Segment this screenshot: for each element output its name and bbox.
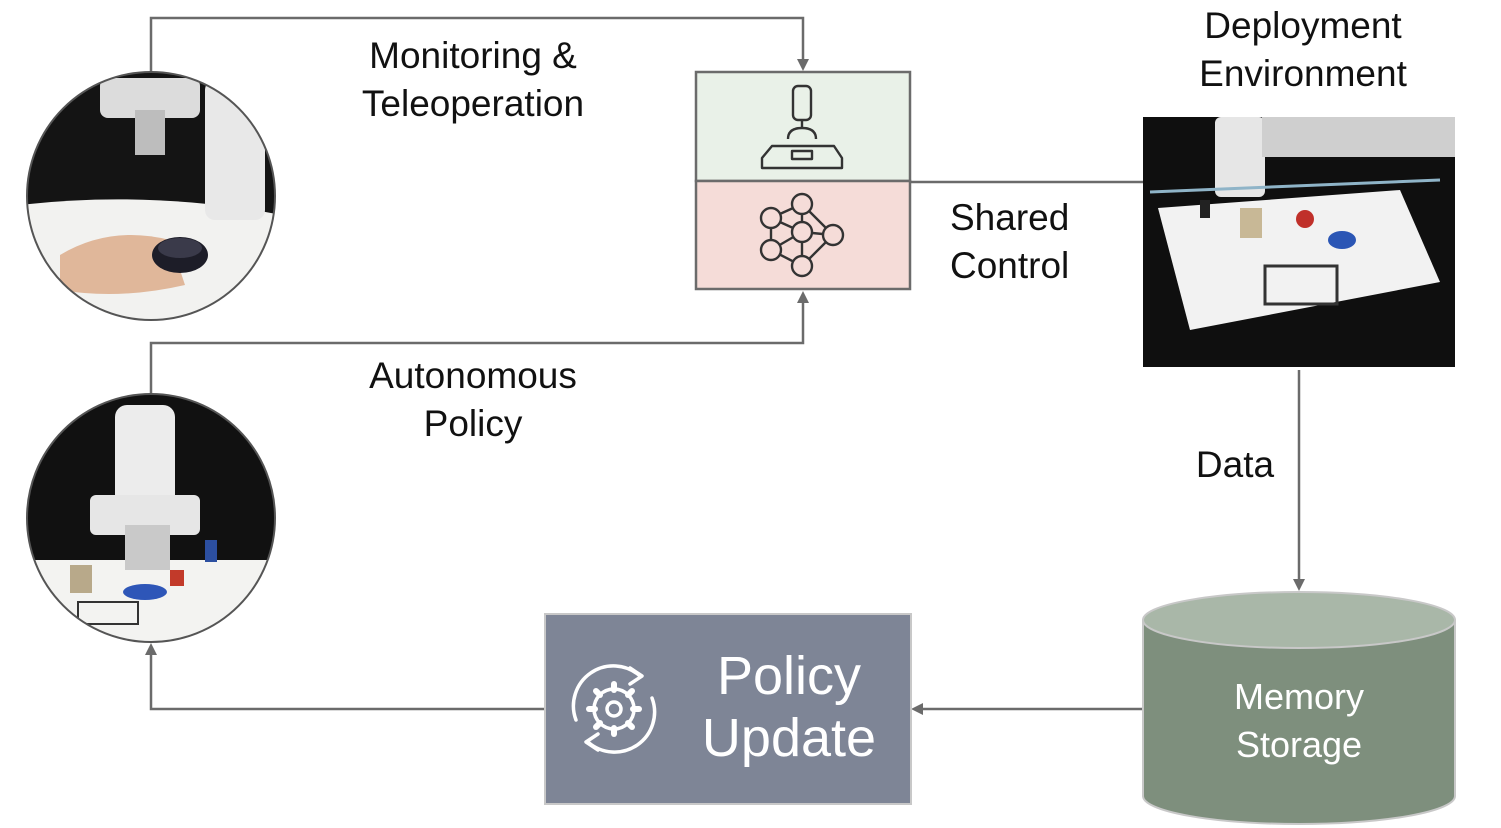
arrow-update-to-robot [145, 643, 545, 711]
photo-teleoperation-border [26, 71, 276, 321]
label-line: Teleoperation [361, 83, 585, 124]
neural-network-icon [759, 192, 845, 278]
label-line: Environment [1199, 53, 1407, 94]
label-policy-update: Policy Update [676, 645, 902, 769]
label-memory-storage: Memory Storage [1160, 673, 1438, 769]
label-line: Shared [950, 197, 1070, 238]
memory-storage-cylinder [1142, 591, 1456, 825]
label-line: Policy [716, 646, 862, 706]
label-line: Deployment [1204, 5, 1402, 46]
label-data: Data [1195, 444, 1275, 485]
label-line: Monitoring & [369, 35, 577, 76]
label-line: Memory [1233, 676, 1364, 717]
arrow-autonomous [149, 291, 809, 396]
label-line: Update [701, 708, 877, 768]
photo-autonomous [27, 394, 275, 642]
photo-deployment-environment [1143, 117, 1455, 367]
label-autonomous-policy: Autonomous Policy [320, 352, 626, 448]
label-line: Autonomous [369, 355, 577, 396]
label-shared-control: Shared Control [950, 194, 1100, 290]
label-monitoring-teleoperation: Monitoring & Teleoperation [320, 32, 626, 128]
label-line: Control [950, 245, 1070, 286]
label-line: Policy [423, 403, 523, 444]
gear-refresh-icon [571, 664, 657, 754]
joystick-icon [760, 84, 844, 170]
connectors [145, 16, 1305, 715]
label-line: Storage [1235, 724, 1363, 765]
label-deployment-environment: Deployment Environment [1160, 2, 1446, 98]
photo-autonomous-border [26, 393, 276, 643]
arrow-monitoring [149, 16, 809, 73]
photo-teleoperation [27, 72, 275, 320]
